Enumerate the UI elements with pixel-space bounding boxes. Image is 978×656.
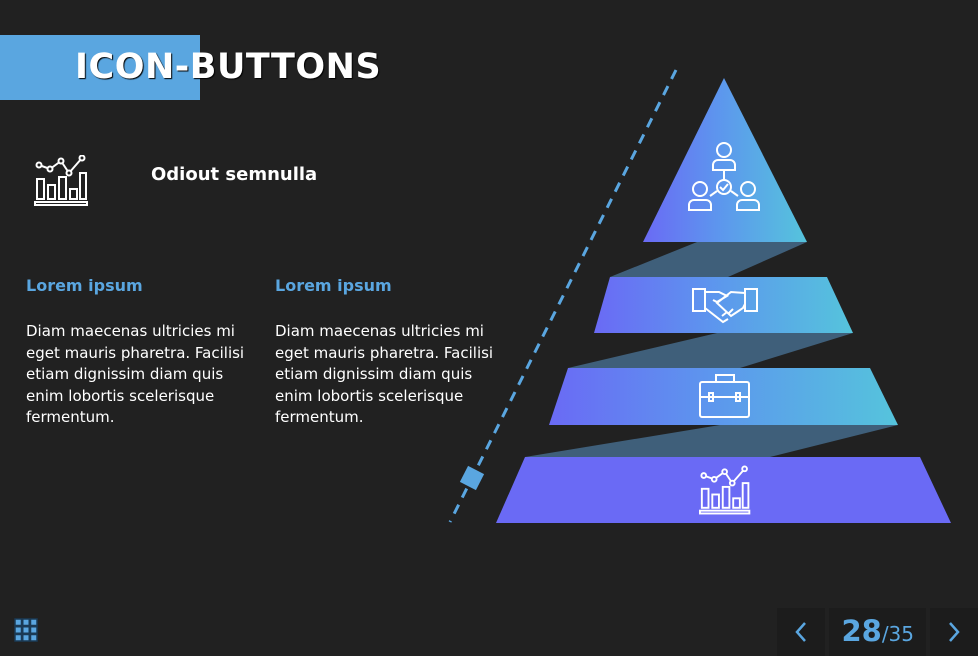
dashed-guide-line xyxy=(448,69,678,523)
column-heading: Lorem ipsum xyxy=(26,276,143,295)
total-pages: /35 xyxy=(881,622,914,646)
briefcase-icon xyxy=(699,374,750,418)
connector xyxy=(568,333,853,368)
connector xyxy=(525,425,898,457)
analytics-chart-icon xyxy=(699,465,751,515)
page-indicator: 28 /35 xyxy=(829,608,926,656)
next-slide-button[interactable] xyxy=(930,608,978,656)
current-page: 28 xyxy=(841,614,882,648)
chevron-left-icon xyxy=(795,622,807,642)
text-column-1: Lorem ipsum Diam maecenas ultricies mi e… xyxy=(26,276,246,429)
title-accent-bar xyxy=(0,35,200,100)
team-network-icon xyxy=(688,142,760,211)
page-title: ICON-BUTTONS xyxy=(75,47,382,87)
grid-menu-icon xyxy=(14,618,38,642)
prev-slide-button[interactable] xyxy=(777,608,826,656)
column-heading: Lorem ipsum xyxy=(275,276,392,295)
slide-navigation: 28 /35 xyxy=(777,608,978,656)
handshake-icon xyxy=(692,288,758,324)
feature-title: Odiout semnulla xyxy=(151,164,318,185)
pyramid-level-2[interactable] xyxy=(594,277,853,333)
text-column-2: Lorem ipsum Diam maecenas ultricies mi e… xyxy=(275,276,495,429)
grid-menu-button[interactable] xyxy=(8,612,44,648)
column-body: Diam maecenas ultricies mi eget mauris p… xyxy=(275,322,494,426)
analytics-chart-icon xyxy=(34,155,88,206)
guide-marker xyxy=(459,465,485,491)
connector xyxy=(610,242,807,277)
chevron-right-icon xyxy=(949,622,960,642)
column-body: Diam maecenas ultricies mi eget mauris p… xyxy=(26,322,245,426)
